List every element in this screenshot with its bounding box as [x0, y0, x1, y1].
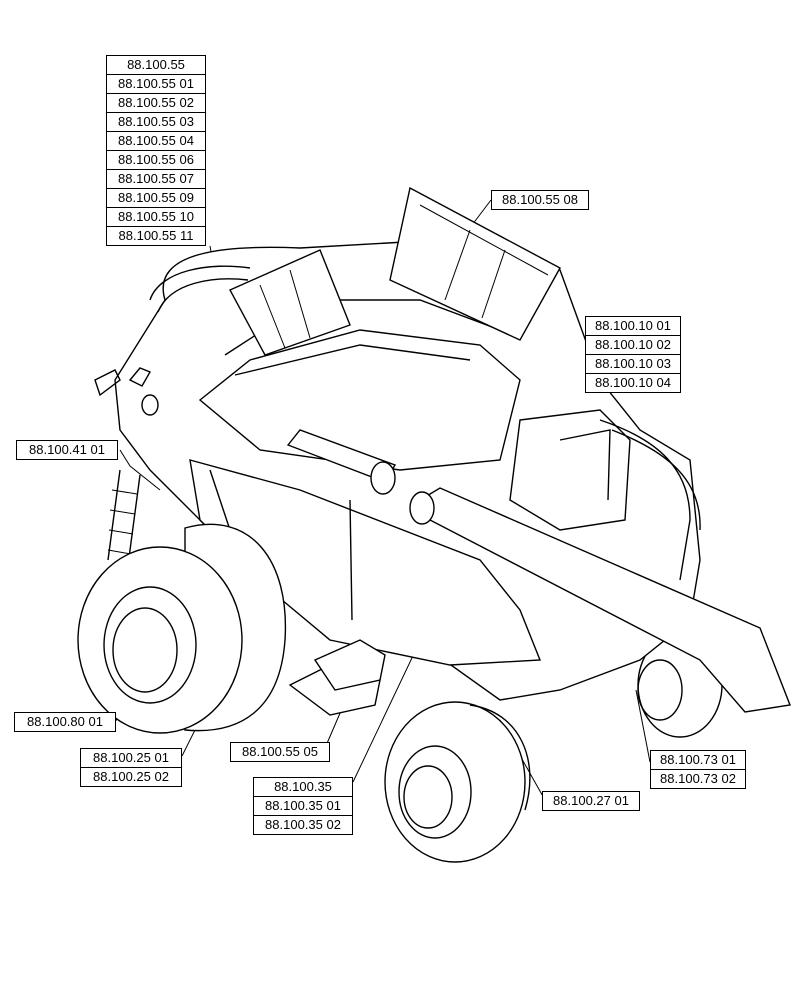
- ref-88-100-55[interactable]: 88.100.55: [107, 56, 205, 75]
- callout-step: 88.100.55 05: [230, 742, 330, 762]
- combine-body: [94, 186, 791, 716]
- ref-88-100-27-01[interactable]: 88.100.27 01: [553, 793, 629, 808]
- ref-88-100-55-06[interactable]: 88.100.55 06: [107, 151, 205, 170]
- ref-88-100-35-01[interactable]: 88.100.35 01: [254, 797, 352, 816]
- callout-right-side: 88.100.10 01 88.100.10 02 88.100.10 03 8…: [585, 316, 681, 393]
- ref-88-100-35-02[interactable]: 88.100.35 02: [265, 817, 341, 832]
- ref-88-100-55-11[interactable]: 88.100.55 11: [118, 228, 194, 243]
- ref-88-100-41-01[interactable]: 88.100.41 01: [29, 442, 105, 457]
- ref-88-100-73-02[interactable]: 88.100.73 02: [660, 771, 736, 786]
- callout-tire-side: 88.100.25 01 88.100.25 02: [80, 748, 182, 787]
- ref-88-100-55-02[interactable]: 88.100.55 02: [107, 94, 205, 113]
- ref-88-100-25-02[interactable]: 88.100.25 02: [93, 769, 169, 784]
- ref-88-100-55-03[interactable]: 88.100.55 03: [107, 113, 205, 132]
- ref-88-100-10-03[interactable]: 88.100.10 03: [586, 355, 680, 374]
- callout-body-panel: 88.100.35 88.100.35 01 88.100.35 02: [253, 777, 353, 835]
- callout-ladder: 88.100.41 01: [16, 440, 118, 460]
- ref-88-100-55-01[interactable]: 88.100.55 01: [107, 75, 205, 94]
- ref-88-100-10-04[interactable]: 88.100.10 04: [595, 375, 671, 390]
- callout-grain-tank-cover: 88.100.55 08: [491, 190, 589, 210]
- callout-front-wheel: 88.100.80 01: [14, 712, 116, 732]
- callout-rear-axle: 88.100.73 01 88.100.73 02: [650, 750, 746, 789]
- rear-wheel-drawing: [384, 701, 531, 863]
- ref-88-100-55-04[interactable]: 88.100.55 04: [107, 132, 205, 151]
- ref-88-100-10-02[interactable]: 88.100.10 02: [586, 336, 680, 355]
- ref-88-100-10-01[interactable]: 88.100.10 01: [586, 317, 680, 336]
- ref-88-100-35[interactable]: 88.100.35: [254, 778, 352, 797]
- callout-rear-wheel: 88.100.27 01: [542, 791, 640, 811]
- ref-88-100-73-01[interactable]: 88.100.73 01: [651, 751, 745, 770]
- callout-top-stack: 88.100.55 88.100.55 01 88.100.55 02 88.1…: [106, 55, 206, 246]
- ref-88-100-55-07[interactable]: 88.100.55 07: [107, 170, 205, 189]
- ref-88-100-55-08[interactable]: 88.100.55 08: [502, 192, 578, 207]
- ref-88-100-55-10[interactable]: 88.100.55 10: [107, 208, 205, 227]
- ref-88-100-80-01[interactable]: 88.100.80 01: [27, 714, 103, 729]
- ref-88-100-55-05[interactable]: 88.100.55 05: [242, 744, 318, 759]
- front-wheel-drawing: [77, 523, 287, 734]
- ref-88-100-25-01[interactable]: 88.100.25 01: [81, 749, 181, 768]
- ref-88-100-55-09[interactable]: 88.100.55 09: [107, 189, 205, 208]
